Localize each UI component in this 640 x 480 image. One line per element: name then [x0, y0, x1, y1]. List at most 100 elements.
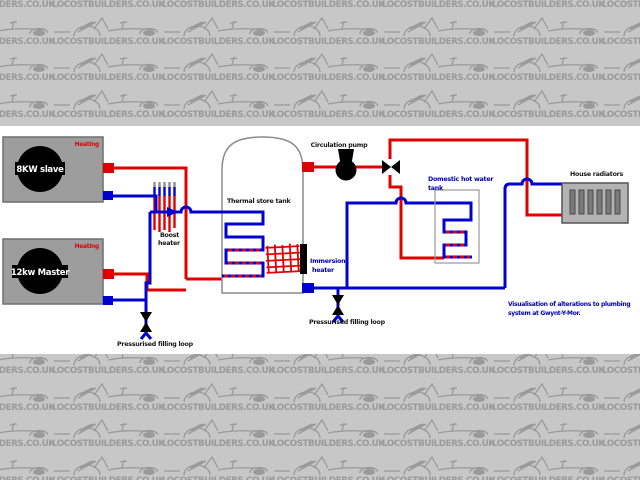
- watermark-tile: LOCOSTBUILDERS.CO.UK: [162, 89, 275, 127]
- car-sketch-icon: [164, 455, 268, 475]
- radiators-label: House radiators: [570, 171, 624, 178]
- filling-loop-tail: [139, 332, 153, 340]
- store-coil: [222, 210, 265, 278]
- watermark-text: LOCOSTBUILDERS.CO.UK: [52, 73, 165, 84]
- car-sketch-icon: [494, 346, 598, 366]
- watermark-tile: LOCOSTBUILDERS.CO.UK: [272, 455, 385, 480]
- watermark-tile: LOCOSTBUILDERS.CO.UK: [0, 346, 55, 383]
- watermark-tile: LOCOSTBUILDERS.CO.UK: [492, 89, 605, 127]
- watermark-text: LOCOSTBUILDERS.CO.UK: [492, 0, 605, 10]
- watermark-tile: LOCOSTBUILDERS.CO.UK: [0, 383, 55, 420]
- watermark-text: LOCOSTBUILDERS.CO.UK: [602, 476, 640, 480]
- watermark-text: LOCOSTBUILDERS.CO.UK: [0, 439, 55, 450]
- car-sketch-icon: [274, 53, 378, 73]
- watermark-tile: LOCOSTBUILDERS.CO.UK: [272, 16, 385, 54]
- store-hot-connector: [302, 162, 314, 172]
- watermark-text: LOCOSTBUILDERS.CO.UK: [492, 439, 605, 450]
- watermark-text: LOCOSTBUILDERS.CO.UK: [162, 439, 275, 450]
- car-sketch-icon: [0, 57, 48, 73]
- watermark-text: LOCOSTBUILDERS.CO.UK: [162, 402, 275, 413]
- watermark-tile: LOCOSTBUILDERS.CO.UK: [0, 90, 55, 127]
- watermark-text: LOCOSTBUILDERS.CO.UK: [52, 476, 165, 480]
- watermark-text: LOCOSTBUILDERS.CO.UK: [272, 0, 385, 10]
- immersion-label-1: Immersion: [310, 258, 345, 265]
- watermark-text: LOCOSTBUILDERS.CO.UK: [162, 73, 275, 84]
- watermark-text: LOCOSTBUILDERS.CO.UK: [162, 109, 275, 120]
- watermark-text: LOCOSTBUILDERS.CO.UK: [0, 73, 55, 84]
- watermark-text: LOCOSTBUILDERS.CO.UK: [602, 366, 640, 376]
- car-sketch-icon: [164, 53, 268, 73]
- watermark-tile: LOCOSTBUILDERS.CO.UK: [602, 456, 640, 480]
- filling-loop-tail: [331, 315, 345, 323]
- car-sketch-icon: [604, 424, 640, 439]
- watermark-tile: LOCOSTBUILDERS.CO.UK: [602, 53, 640, 90]
- car-sketch-icon: [274, 16, 378, 36]
- car-sketch-icon: [54, 419, 158, 439]
- watermark-text: LOCOSTBUILDERS.CO.UK: [602, 109, 640, 120]
- watermark-text: LOCOSTBUILDERS.CO.UK: [272, 73, 385, 84]
- watermark-text: LOCOSTBUILDERS.CO.UK: [272, 476, 385, 480]
- caption-line-1: Visualisation of alterations to plumbing: [508, 301, 630, 308]
- watermark-tile: LOCOSTBUILDERS.CO.UK: [0, 53, 55, 90]
- watermark-tile: LOCOSTBUILDERS.CO.UK: [0, 419, 55, 456]
- watermark-text: LOCOSTBUILDERS.CO.UK: [162, 0, 275, 10]
- watermark-tile: LOCOSTBUILDERS.CO.UK: [382, 16, 495, 54]
- store-coil-hot-dashes: [224, 248, 261, 278]
- watermark-tile: LOCOSTBUILDERS.CO.UK: [602, 0, 640, 17]
- radiator-fins: [569, 189, 621, 215]
- watermark-tile: LOCOSTBUILDERS.CO.UK: [52, 89, 165, 127]
- watermark-tile: LOCOSTBUILDERS.CO.UK: [272, 89, 385, 127]
- watermark-tile: LOCOSTBUILDERS.CO.UK: [52, 382, 165, 420]
- heat-pump-slave: 8KW slave Heating: [2, 136, 114, 203]
- car-sketch-icon: [494, 89, 598, 109]
- watermark-tile: LOCOSTBUILDERS.CO.UK: [492, 53, 605, 90]
- dhw-tank-label-1: Domestic hot water: [428, 176, 494, 183]
- car-sketch-icon: [384, 89, 488, 109]
- immersion-label-2: heater: [312, 267, 335, 274]
- dhw-coil-hot-dashes: [446, 230, 470, 259]
- watermark-tile: LOCOSTBUILDERS.CO.UK: [382, 419, 495, 456]
- watermark-text: LOCOSTBUILDERS.CO.UK: [0, 366, 55, 376]
- watermark-text: LOCOSTBUILDERS.CO.UK: [492, 36, 605, 47]
- watermark-tile: LOCOSTBUILDERS.CO.UK: [382, 0, 495, 17]
- watermark-text: LOCOSTBUILDERS.CO.UK: [52, 366, 165, 376]
- watermark-text: LOCOSTBUILDERS.CO.UK: [52, 0, 165, 10]
- car-sketch-icon: [384, 455, 488, 475]
- watermark-text: LOCOSTBUILDERS.CO.UK: [0, 402, 55, 413]
- immersion-heater-mesh: [265, 243, 301, 274]
- watermark-text: LOCOSTBUILDERS.CO.UK: [382, 0, 495, 10]
- watermark-text: LOCOSTBUILDERS.CO.UK: [602, 36, 640, 47]
- dhw-tank-label-2: tank: [428, 185, 444, 192]
- car-sketch-icon: [0, 20, 48, 36]
- watermark-text: LOCOSTBUILDERS.CO.UK: [602, 73, 640, 84]
- boost-heater-label-1: Boost: [160, 232, 179, 239]
- watermark-tile: LOCOSTBUILDERS.CO.UK: [602, 419, 640, 456]
- watermark-tile: LOCOSTBUILDERS.CO.UK: [382, 382, 495, 420]
- car-sketch-icon: [274, 382, 378, 402]
- watermark-tile: LOCOSTBUILDERS.CO.UK: [492, 346, 605, 383]
- watermark-tile: LOCOSTBUILDERS.CO.UK: [52, 346, 165, 383]
- watermark-text: LOCOSTBUILDERS.CO.UK: [382, 366, 495, 376]
- watermark-tile: LOCOSTBUILDERS.CO.UK: [382, 53, 495, 90]
- car-sketch-icon: [494, 53, 598, 73]
- watermark-tile: LOCOSTBUILDERS.CO.UK: [52, 0, 165, 17]
- watermark-tile: LOCOSTBUILDERS.CO.UK: [162, 53, 275, 90]
- watermark-tile: LOCOSTBUILDERS.CO.UK: [492, 419, 605, 456]
- watermark-tile: LOCOSTBUILDERS.CO.UK: [382, 455, 495, 480]
- watermark-tile: LOCOSTBUILDERS.CO.UK: [492, 0, 605, 17]
- car-sketch-icon: [54, 89, 158, 109]
- caption-line-2: system at Gwynt-Y-Mor.: [508, 310, 580, 317]
- car-sketch-icon: [604, 387, 640, 402]
- pipe-blue-slave-return: [108, 194, 158, 212]
- watermark-text: LOCOSTBUILDERS.CO.UK: [492, 109, 605, 120]
- watermark-text: LOCOSTBUILDERS.CO.UK: [382, 476, 495, 480]
- flow-arrow-icon: [167, 207, 178, 217]
- car-sketch-icon: [384, 382, 488, 402]
- watermark-text: LOCOSTBUILDERS.CO.UK: [382, 402, 495, 413]
- filling-loop-left-label: Pressurised filling loop: [117, 341, 194, 348]
- pipe-blue-down-stub: [144, 212, 152, 333]
- boost-heater-label-2: heater: [158, 240, 181, 247]
- watermark-text: LOCOSTBUILDERS.CO.UK: [492, 402, 605, 413]
- pipe-blue-dhw-loop: [345, 196, 473, 288]
